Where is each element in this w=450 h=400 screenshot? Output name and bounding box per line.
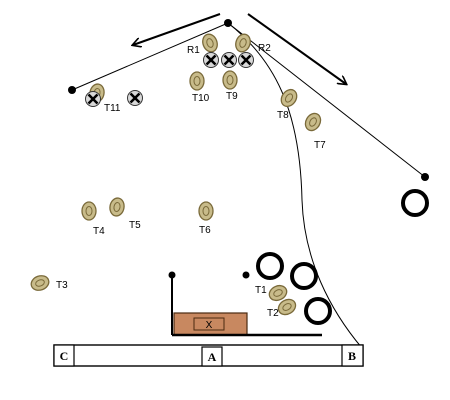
board-label-a: A <box>208 350 217 364</box>
board-label-c: C <box>60 349 69 363</box>
x-marker-3 <box>238 52 254 68</box>
label-t5: T5 <box>129 220 141 231</box>
x-markers <box>85 52 254 107</box>
ring-1 <box>256 252 284 280</box>
x-marker-1 <box>203 52 219 68</box>
ring-2 <box>290 262 318 290</box>
label-t1: T1 <box>255 285 267 296</box>
label-t11: T11 <box>104 103 121 114</box>
label-t10: T10 <box>192 93 210 104</box>
direction-arrow-right <box>247 13 346 84</box>
board-box-c <box>53 344 75 367</box>
board-box-b <box>341 344 364 367</box>
x-marker-5 <box>127 90 143 106</box>
label-r2: R2 <box>258 43 271 54</box>
bale-r1 <box>202 33 218 53</box>
bale-t1 <box>268 284 288 302</box>
ring-right-edge <box>401 189 429 217</box>
label-t7: T7 <box>314 140 326 151</box>
x-marker-4 <box>85 91 101 107</box>
label-t2: T2 <box>267 308 279 319</box>
label-t8: T8 <box>277 110 289 121</box>
small-dot-ring-area <box>242 271 250 279</box>
label-t3: T3 <box>56 280 68 291</box>
bale-t9 <box>222 70 238 90</box>
x-marker-2 <box>221 52 237 68</box>
bale-r2 <box>235 33 251 53</box>
label-t9: T9 <box>226 91 238 102</box>
ring-3 <box>304 297 332 325</box>
board-box-a <box>201 346 223 367</box>
curved-boundary-line <box>227 22 363 349</box>
bale-t7 <box>304 112 322 132</box>
bale-t6 <box>198 201 214 221</box>
right-corner-dot <box>421 173 429 181</box>
bale-t10 <box>189 71 205 91</box>
label-r1: R1 <box>187 45 200 56</box>
boundary-line-left <box>71 22 229 91</box>
direction-arrow-left <box>133 13 221 45</box>
label-t4: T4 <box>93 226 105 237</box>
bale-t2 <box>277 298 297 316</box>
apex-dot <box>224 19 232 27</box>
start-box-x-label: X <box>206 320 213 331</box>
left-corner-dot <box>68 86 76 94</box>
bale-t3 <box>30 275 50 291</box>
label-t6: T6 <box>199 225 211 236</box>
bale-t4 <box>81 201 97 221</box>
board-label-b: B <box>348 349 356 363</box>
bale-t8 <box>280 88 298 108</box>
bale-t5 <box>109 197 125 217</box>
boundary-line-right <box>227 22 426 178</box>
start-box-inner <box>193 317 225 331</box>
start-post-dot <box>168 271 176 279</box>
